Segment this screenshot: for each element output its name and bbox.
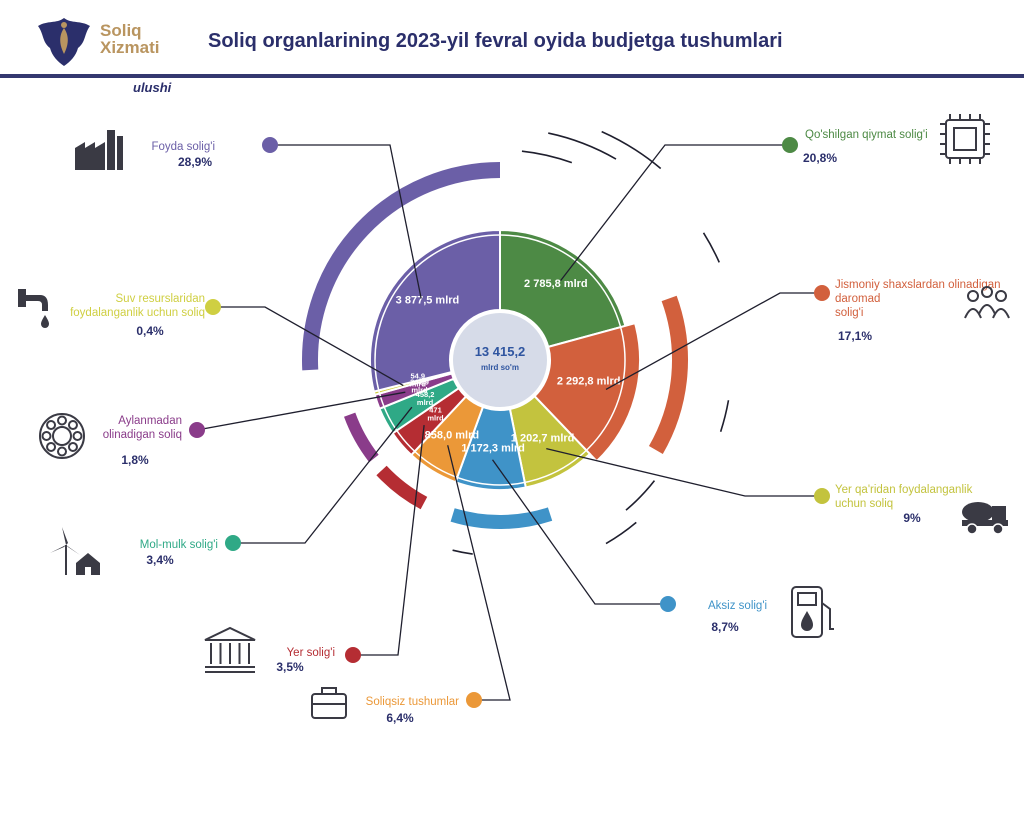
category-share-2: 9% [903,511,921,525]
deco-arc-4 [344,412,379,463]
pie-slice-0 [499,228,627,349]
category-share-3: 8,7% [711,620,739,634]
people-group-icon [964,286,1010,319]
total-value: 13 415,2 [475,344,526,359]
slice-value-3: 1 172,3 mlrd [461,443,525,455]
category-icons [18,114,1010,719]
slice-labels: Qo'shilgan qiymat solig'i 20,8% Jismoniy s… [70,129,1000,725]
category-share-4: 6,4% [386,711,414,725]
deco-thin-arc-6 [605,521,637,545]
pie-slice-1 [533,321,641,463]
leader-lines [189,137,830,708]
leader-line-6 [233,406,413,544]
deco-thin-arc-4 [719,400,730,432]
category-share-9: 28,9% [178,155,212,169]
category-share-0: 20,8% [803,151,837,165]
leader-line-8 [213,306,404,387]
slice-value-1: 2 292,8 mlrd [557,376,621,388]
leader-line-7 [196,391,406,431]
bank-building-icon [204,626,256,673]
leader-line-0 [560,144,790,281]
header: Soliq Xizmati Soliq organlarining 2023-y… [0,0,1024,80]
deco-arc-0 [302,162,501,371]
deco-arc-3 [376,465,428,510]
total-unit: mlrd so'm [481,363,519,372]
slice-value-9: 3 877,5 mlrd [396,294,460,306]
category-name-3: Aksiz solig'i [708,600,767,612]
category-name-6: Mol-mulk solig'i [140,539,218,551]
legend-dot-5 [345,647,361,663]
center-circle [451,311,549,409]
factory-icon [75,130,123,170]
category-share-8: 0,4% [136,324,164,338]
deco-arc-1 [648,295,688,454]
deco-thin-arc-7 [452,549,473,555]
category-name-9: Foyda solig'i [151,141,215,153]
page-title: Soliq organlarining 2023-yil fevral oyid… [208,30,783,52]
leader-line-5 [353,425,425,656]
category-share-6: 3,4% [146,553,174,567]
leader-line-1 [605,292,822,391]
leader-line-2 [546,448,822,497]
header-divider [0,74,1024,78]
legend-dot-2 [814,488,830,504]
legend-dot-8 [205,299,221,315]
category-name-5: Yer solig'i [287,647,335,659]
slice-value-0: 2 785,8 mlrd [524,278,588,290]
category-share-7: 1,8% [121,453,149,467]
concrete-mixer-truck-icon [962,502,1008,535]
deco-thin-arc-5 [625,480,656,511]
deco-thin-arc-3 [702,232,720,263]
eagle-logo-icon [38,18,90,66]
page-subtitle: ulushi [133,80,172,95]
fuel-pump-icon [791,586,834,638]
brand-name: Soliq Xizmati [100,22,160,56]
brand-line1: Soliq [100,21,142,40]
legend-dot-3 [660,596,676,612]
pie-slice-9 [369,228,501,393]
leader-line-9 [270,144,422,299]
legend-dot-7 [189,422,205,438]
brand-line2: Xizmati [100,38,160,57]
deco-thin-arc-1 [548,132,617,160]
category-share-5: 3,5% [276,660,304,674]
decorative-arcs [302,130,730,555]
slice-value-2: 1 202,7 mlrd [511,433,575,445]
legend-dot-4 [466,692,482,708]
category-share-1: 17,1% [838,329,872,343]
bearing-icon [39,413,85,459]
briefcase-icon [311,687,347,719]
deco-thin-arc-0 [521,150,573,164]
leader-line-4 [447,445,511,701]
inner-ring [374,234,626,486]
category-name-0: Qo'shilgan qiymat solig'i [805,129,928,141]
cpu-chip-icon [940,114,990,164]
category-name-4: Soliqsiz tushumlar [366,696,459,708]
wind-turbine-house-icon [50,527,100,575]
deco-arc-2 [450,507,553,529]
legend-dot-1 [814,285,830,301]
legend-dot-9 [262,137,278,153]
water-tap-icon [18,289,49,328]
leader-line-3 [491,459,668,605]
center-total: 13 415,2 mlrd so'm [451,311,549,409]
legend-dot-6 [225,535,241,551]
deco-thin-arc-2 [601,130,662,170]
slice-value-4: 858,0 mlrd [425,429,479,441]
legend-dot-0 [782,137,798,153]
